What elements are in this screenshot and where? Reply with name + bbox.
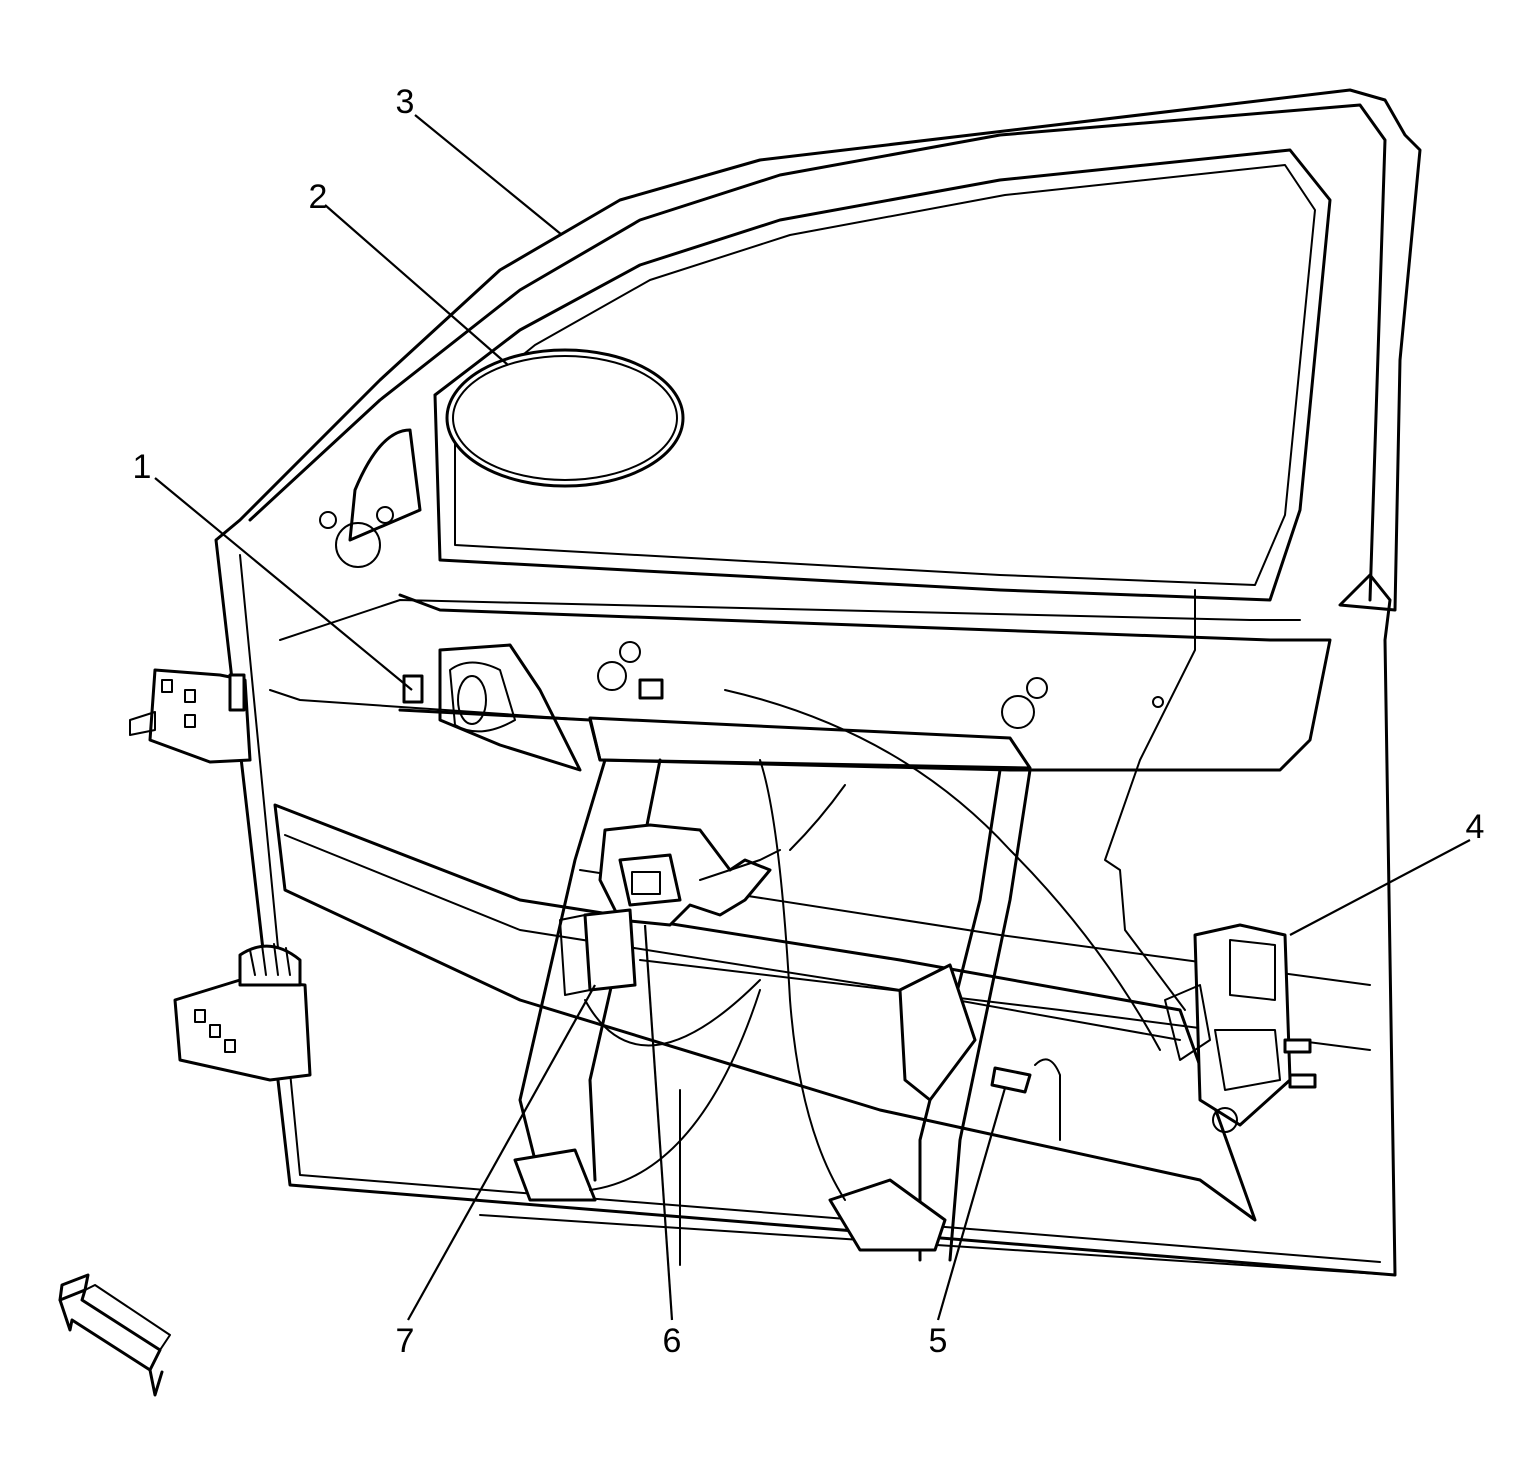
callout-6: 6 xyxy=(663,1322,682,1360)
callout-2: 2 xyxy=(309,178,328,216)
callout-1: 1 xyxy=(133,448,152,486)
callout-7: 7 xyxy=(396,1322,415,1360)
leader-lines xyxy=(154,114,1471,1321)
callout-5: 5 xyxy=(929,1322,948,1360)
upper-hinge xyxy=(129,668,252,764)
door-latch xyxy=(1164,923,1317,1133)
callouts: 1 2 3 4 5 6 7 xyxy=(133,83,1485,1360)
front-arrow-icon xyxy=(58,1273,171,1397)
callout-4: 4 xyxy=(1466,808,1485,846)
lower-hinge xyxy=(173,943,312,1082)
regulator-motor xyxy=(598,823,781,927)
door-wiring-connector xyxy=(990,1058,1061,1141)
window-regulator xyxy=(513,589,1196,1262)
window-motor-module xyxy=(559,908,637,996)
door-lock-switch xyxy=(402,674,424,704)
interior-door-handle xyxy=(402,643,582,772)
access-plugs xyxy=(597,641,1164,729)
callout-3: 3 xyxy=(396,83,415,121)
outside-mirror xyxy=(319,348,685,568)
